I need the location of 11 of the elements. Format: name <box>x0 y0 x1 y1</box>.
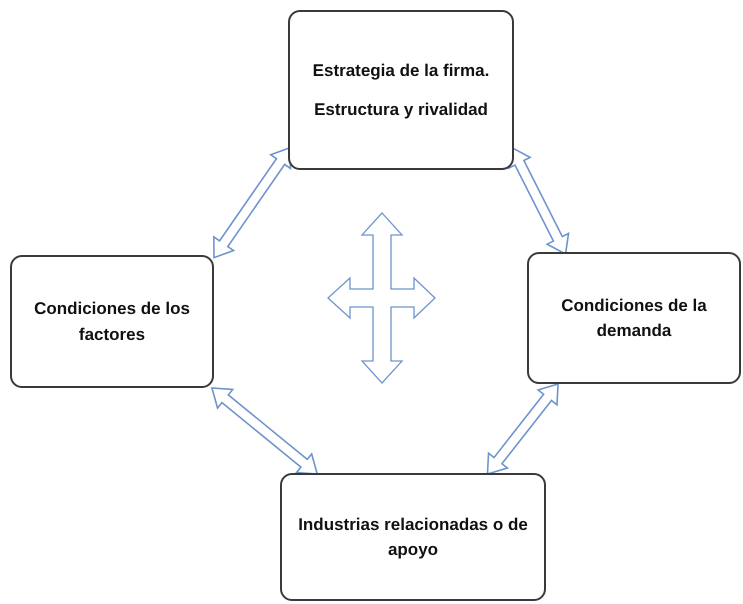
box-text: Condiciones de los factores <box>33 298 191 346</box>
double-arrow <box>486 382 559 476</box>
factor-box <box>288 10 514 170</box>
factor-box <box>10 255 214 388</box>
box-text: Condiciones de la demanda <box>560 294 708 342</box>
factor-box <box>527 252 741 384</box>
box-text: Estrategia de la firma. Estructura y rivalidad <box>312 60 490 121</box>
box-text: Industrias relacionadas o de apoyo <box>297 514 529 561</box>
factor-box <box>280 473 546 601</box>
double-arrow <box>210 387 318 475</box>
double-arrow <box>213 146 292 259</box>
